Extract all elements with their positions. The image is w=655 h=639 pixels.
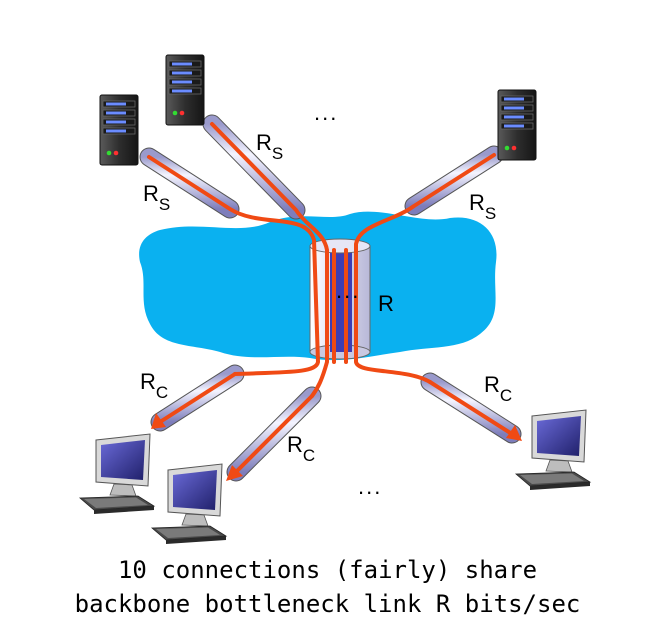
server-icon xyxy=(99,94,139,166)
server-icon xyxy=(165,54,205,126)
server-icon xyxy=(497,89,537,161)
ellipsis-clients: ... xyxy=(358,474,382,499)
ellipsis-servers: ... xyxy=(314,100,338,125)
label-rs: RS xyxy=(143,181,170,214)
label-rc: RC xyxy=(484,372,512,405)
label-rc: RC xyxy=(140,369,168,402)
caption-line-1: 10 connections (fairly) share xyxy=(117,556,538,584)
label-bottleneck-r: R xyxy=(378,291,394,316)
label-rc: RC xyxy=(287,432,315,465)
arrow-head xyxy=(151,413,166,429)
path-client-2 xyxy=(234,394,314,474)
label-rs: RS xyxy=(469,190,496,223)
desktop-computer-icon xyxy=(515,409,591,491)
connection-paths xyxy=(147,122,514,474)
arrow-head xyxy=(226,465,243,481)
caption-line-2: backbone bottleneck link R bits/sec xyxy=(74,590,581,618)
label-rs: RS xyxy=(256,130,283,163)
path-client-3 xyxy=(428,380,514,436)
path-server-3 xyxy=(354,153,496,384)
path-server-1 xyxy=(147,155,320,376)
path-server-2 xyxy=(210,122,329,398)
desktop-computer-icon xyxy=(79,433,155,515)
path-client-1 xyxy=(158,372,237,424)
arrow-head xyxy=(506,425,522,441)
ellipsis-bottleneck: ... xyxy=(336,278,360,303)
desktop-computer-icon xyxy=(151,463,227,545)
arrowheads xyxy=(151,413,522,481)
